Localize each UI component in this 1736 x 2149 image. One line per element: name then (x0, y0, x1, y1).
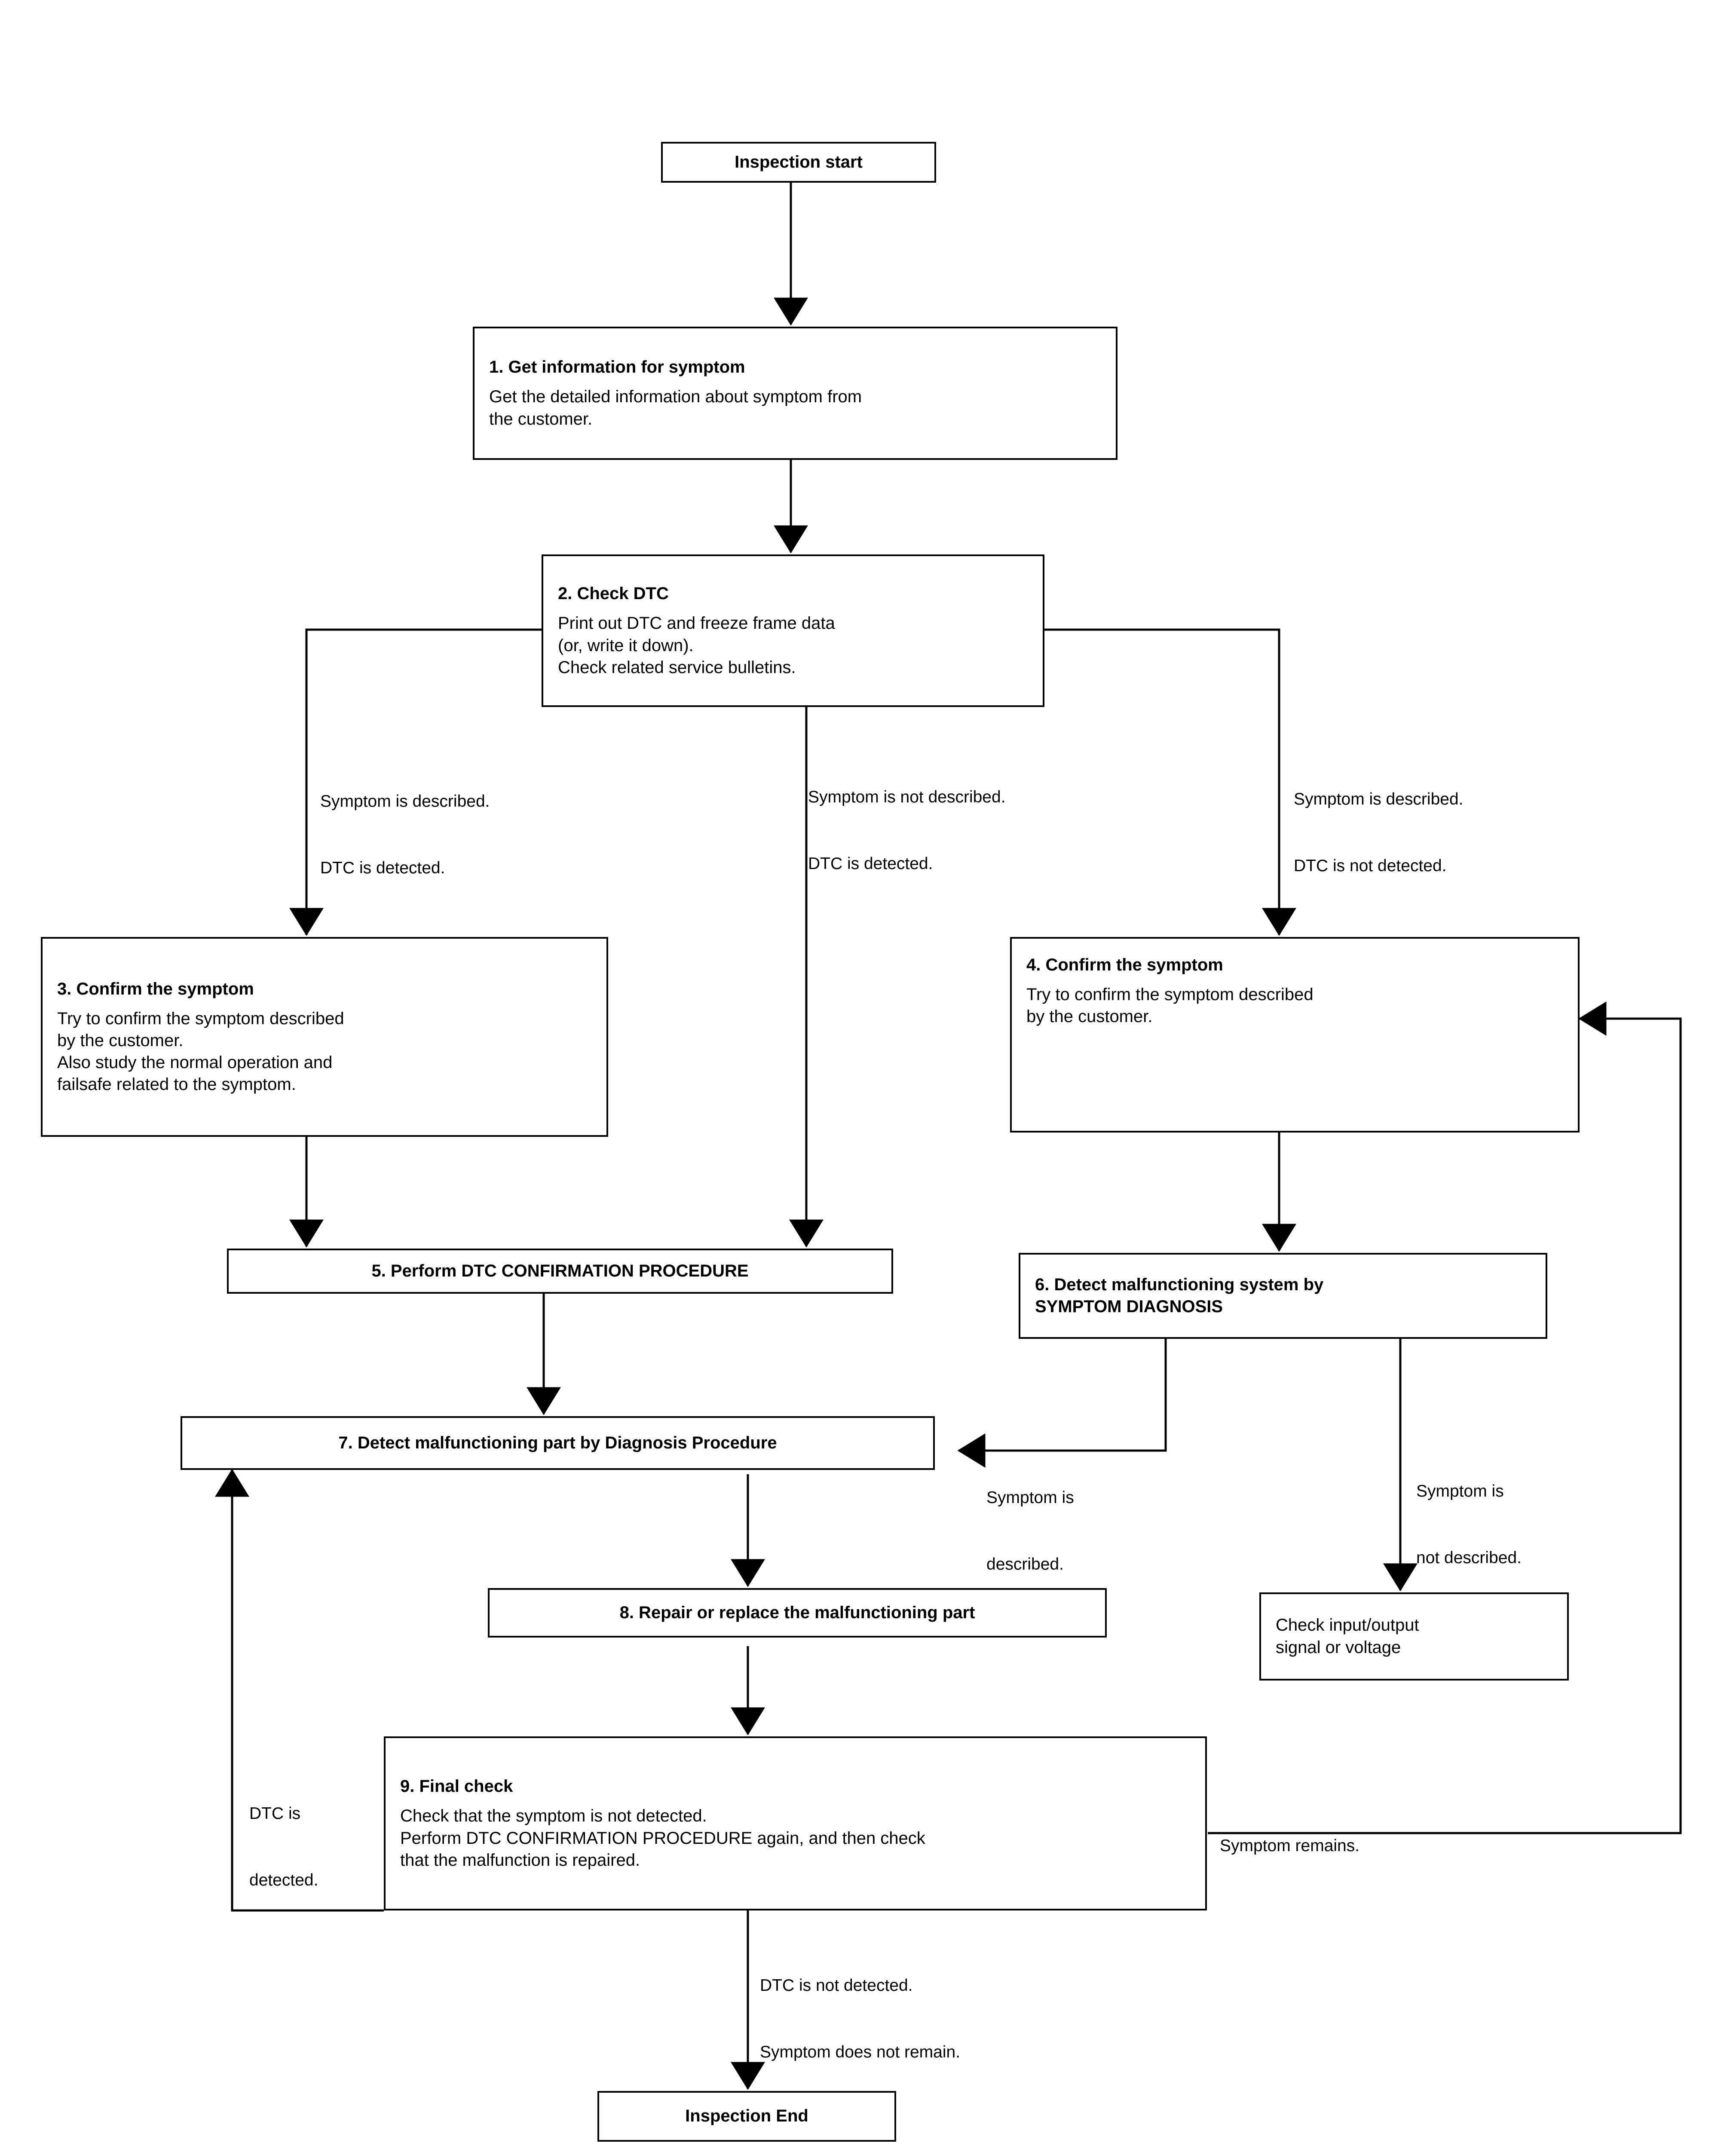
edge-label-branch-left: Symptom is described. DTC is detected. (320, 746, 490, 924)
node-step-5[interactable]: 5. Perform DTC CONFIRMATION PROCEDURE (227, 1249, 893, 1294)
edge-step6-to-step7 (957, 1339, 1167, 1468)
node-inspection-end[interactable]: Inspection End (597, 2091, 896, 2142)
node-check-input-output-line-2: signal or voltage (1276, 1638, 1401, 1657)
edge-step9-to-step4 (1208, 1001, 1682, 1834)
node-check-input-output-line-1: Check input/output (1276, 1616, 1419, 1635)
node-step-2-line-2: (or, write it down). (558, 636, 694, 655)
node-step-4-line-1: Try to confirm the symptom described (1026, 985, 1313, 1004)
edge-label-symptom-remains: Symptom remains. (1220, 1790, 1359, 1901)
node-step-1-line-1: Get the detailed information about sympt… (489, 387, 862, 407)
node-inspection-start[interactable]: Inspection start (661, 142, 936, 183)
edge-label-branch-left-line-2: DTC is detected. (320, 859, 445, 878)
node-step-9-line-3: that the malfunction is repaired. (400, 1850, 640, 1870)
edge-label-branch-middle-line-2: DTC is detected. (808, 854, 933, 873)
edge-label-branch-middle: Symptom is not described. DTC is detecte… (808, 741, 1006, 920)
edge-label-dtc-detected-line-1: DTC is (249, 1804, 301, 1823)
edge-label-symptom-not-described-line-1: Symptom is (1416, 1482, 1504, 1500)
edge-label-branch-right: Symptom is described. DTC is not detecte… (1294, 744, 1463, 922)
edge-step2-to-step4 (1044, 628, 1296, 936)
edge-label-dtc-detected: DTC is detected. (249, 1758, 318, 1936)
node-step-2-line-3: Check related service bulletins. (558, 658, 796, 677)
node-step-8[interactable]: 8. Repair or replace the malfunctioning … (488, 1588, 1107, 1638)
edge-step9-to-step7 (215, 1469, 384, 1912)
edge-label-symptom-described-line-2: described. (986, 1555, 1064, 1574)
node-step-3-title: 3. Confirm the symptom (57, 979, 254, 998)
node-step-3-line-4: failsafe related to the symptom. (57, 1075, 296, 1094)
edge-label-symptom-described-line-1: Symptom is (986, 1488, 1074, 1507)
edge-label-symptom-described: Symptom is described. (986, 1442, 1074, 1620)
node-step-5-title: 5. Perform DTC CONFIRMATION PROCEDURE (371, 1261, 749, 1280)
edge-label-branch-right-line-1: Symptom is described. (1294, 790, 1464, 808)
node-step-4-line-2: by the customer. (1026, 1007, 1153, 1026)
node-step-2-title: 2. Check DTC (558, 584, 669, 603)
edge-label-symptom-not-described-line-2: not described. (1416, 1549, 1522, 1567)
node-inspection-end-label: Inspection End (685, 2106, 808, 2126)
node-step-3-line-2: by the customer. (57, 1031, 184, 1050)
edge-label-dtc-detected-line-2: detected. (249, 1871, 318, 1890)
node-check-input-output[interactable]: Check input/output signal or voltage (1259, 1592, 1569, 1681)
node-step-6-title-line-2: SYMPTOM DIAGNOSIS (1035, 1297, 1223, 1316)
node-step-9-line-2: Perform DTC CONFIRMATION PROCEDURE again… (400, 1828, 925, 1848)
node-step-2-line-1: Print out DTC and freeze frame data (558, 614, 835, 633)
node-step-8-title: 8. Repair or replace the malfunctioning … (619, 1603, 975, 1622)
node-step-7[interactable]: 7. Detect malfunctioning part by Diagnos… (181, 1416, 935, 1470)
edge-label-symptom-remains-line-1: Symptom remains. (1220, 1836, 1360, 1855)
node-step-9-title: 9. Final check (400, 1777, 513, 1796)
node-step-6[interactable]: 6. Detect malfunctioning system by SYMPT… (1019, 1253, 1547, 1339)
node-step-2[interactable]: 2. Check DTC Print out DTC and freeze fr… (542, 554, 1044, 707)
node-step-3-line-3: Also study the normal operation and (57, 1053, 333, 1072)
edge-label-branch-middle-line-1: Symptom is not described. (808, 787, 1006, 806)
node-step-4[interactable]: 4. Confirm the symptom Try to confirm th… (1010, 937, 1580, 1133)
edge-label-final-pass-line-1: DTC is not detected. (760, 1976, 913, 1995)
node-step-9[interactable]: 9. Final check Check that the symptom is… (384, 1736, 1207, 1910)
edge-step2-to-step3 (289, 628, 542, 936)
node-step-3-line-1: Try to confirm the symptom described (57, 1009, 344, 1028)
edge-label-symptom-not-described: Symptom is not described. (1416, 1436, 1522, 1614)
node-step-1-title: 1. Get information for symptom (489, 358, 745, 377)
edge-label-final-pass: DTC is not detected. Symptom does not re… (760, 1930, 960, 2108)
edge-label-branch-left-line-1: Symptom is described. (320, 792, 490, 811)
edge-label-branch-right-line-2: DTC is not detected. (1294, 857, 1447, 876)
edge-label-final-pass-line-2: Symptom does not remain. (760, 2043, 961, 2062)
node-inspection-start-label: Inspection start (735, 152, 863, 171)
node-step-1-line-2: the customer. (489, 409, 593, 429)
node-step-6-title-line-1: 6. Detect malfunctioning system by (1035, 1275, 1324, 1294)
node-step-1[interactable]: 1. Get information for symptom Get the d… (473, 327, 1118, 460)
node-step-4-title: 4. Confirm the symptom (1026, 955, 1223, 974)
node-step-7-title: 7. Detect malfunctioning part by Diagnos… (338, 1433, 777, 1452)
node-step-3[interactable]: 3. Confirm the symptom Try to confirm th… (41, 937, 608, 1137)
node-step-9-line-1: Check that the symptom is not detected. (400, 1806, 707, 1826)
